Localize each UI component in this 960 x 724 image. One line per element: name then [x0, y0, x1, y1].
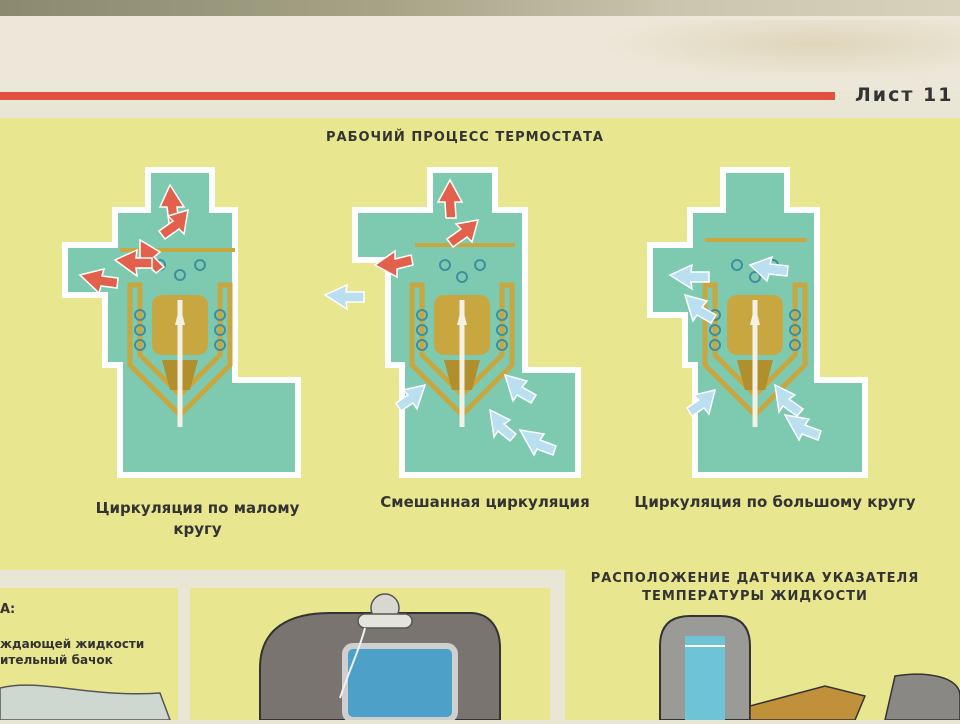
left-panel-drawing [0, 684, 171, 720]
left-panel-line2: ительный бачок [0, 653, 113, 667]
valve-assembly [702, 238, 808, 427]
main-title: РАБОЧИЙ ПРОЦЕСС ТЕРМОСТАТА [325, 130, 604, 145]
diagram-mixed-circulation [323, 167, 581, 478]
cold-flow-arrows [668, 255, 822, 442]
sensor-title-line2: ТЕМПЕРАТУРЫ ЖИДКОСТИ [642, 589, 868, 604]
hot-flow-arrows [78, 183, 189, 295]
sensor-location-drawing [659, 615, 960, 720]
valve-assembly [409, 243, 515, 427]
paper-stain [600, 20, 960, 80]
header-red-rule [0, 92, 835, 100]
coolant-bubbles [416, 259, 508, 351]
poster-top-margin [0, 0, 960, 90]
left-panel-line1: ждающей жидкости [0, 637, 145, 651]
diagram-small-circuit [62, 167, 301, 478]
photo-edge [0, 0, 960, 16]
left-panel-title: А: [0, 602, 16, 617]
sensor-location-title: РАСПОЛОЖЕНИЕ ДАТЧИКА УКАЗАТЕЛЯ ТЕМПЕРАТУ… [570, 570, 940, 606]
bottom-panel-sensor [565, 570, 960, 720]
sensor-title-line1: РАСПОЛОЖЕНИЕ ДАТЧИКА УКАЗАТЕЛЯ [590, 571, 920, 586]
hot-flow-arrows [373, 178, 480, 279]
bottom-panel-left: А: ждающей жидкости ительный бачок [0, 588, 178, 720]
caption-mixed-circulation: Смешанная циркуляция [380, 493, 590, 511]
bottom-panel-middle [190, 588, 550, 723]
sheet-label: Лист 11 [855, 84, 954, 106]
valve-assembly [120, 248, 235, 427]
caption-large-circuit: Циркуляция по большому кругу [634, 493, 916, 511]
expansion-tank-drawing [259, 593, 501, 723]
caption-small-circuit: Циркуляция по малому кругу [95, 499, 300, 538]
cold-flow-arrows [323, 283, 557, 457]
diagram-large-circuit [647, 167, 868, 478]
